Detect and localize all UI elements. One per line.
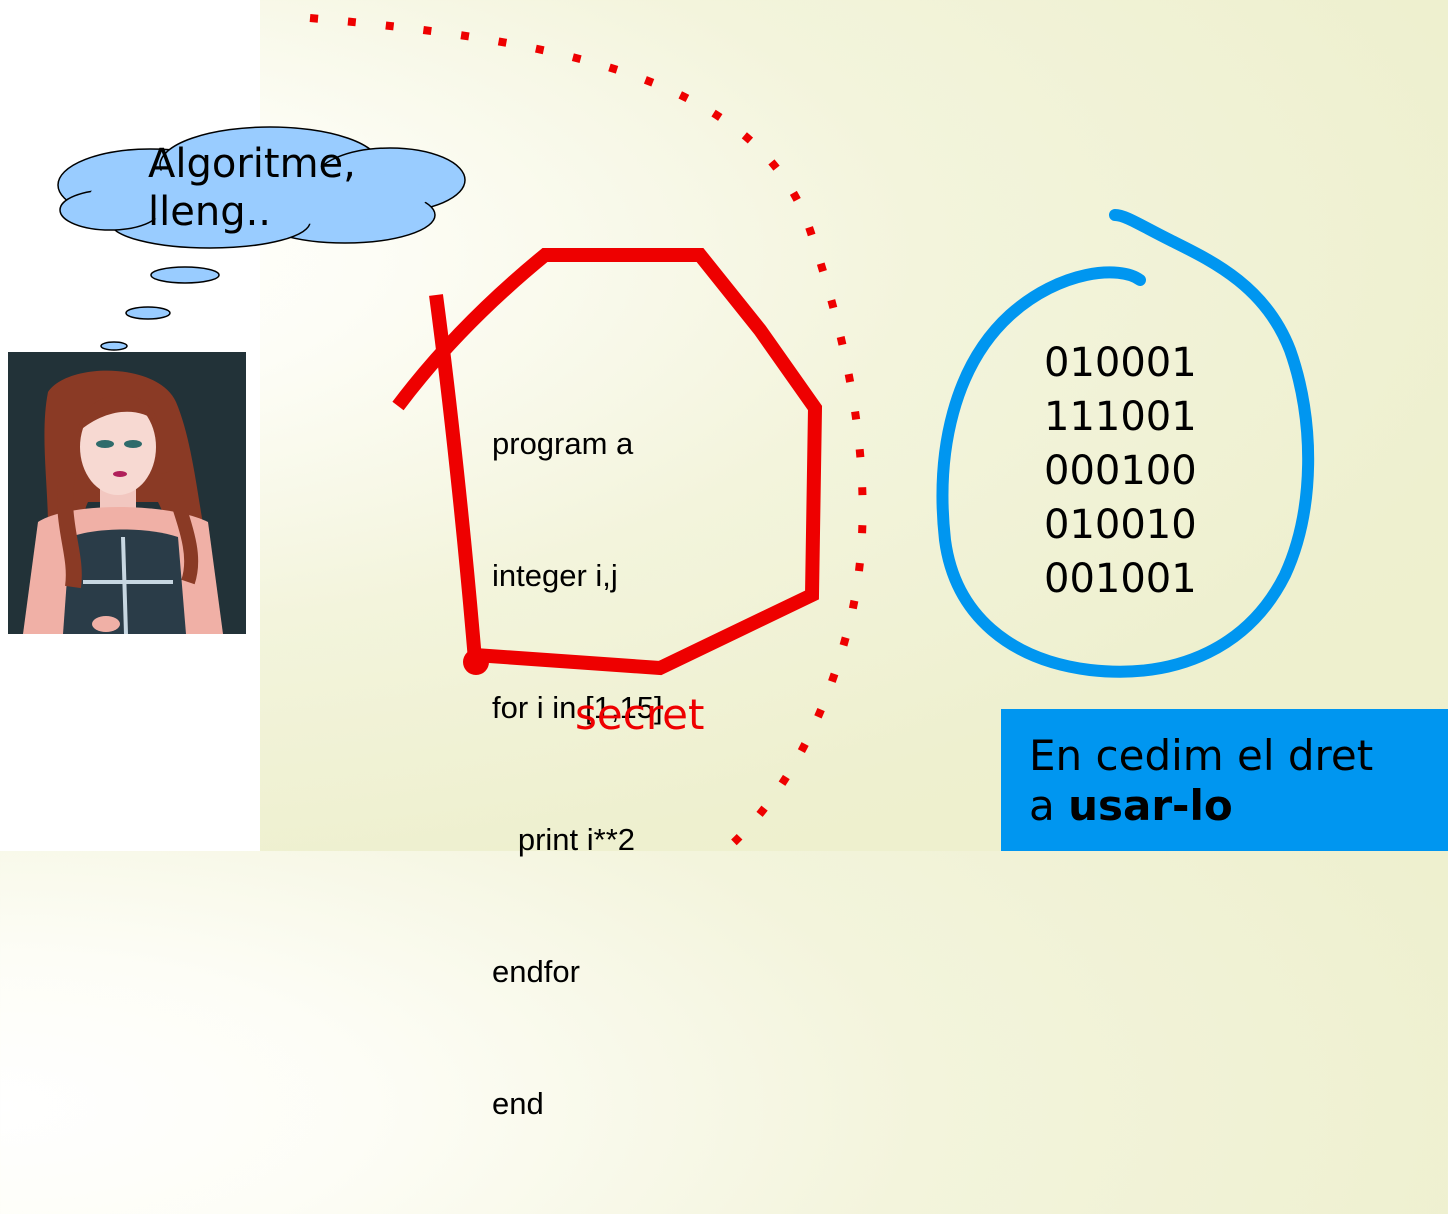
thought-bubbles <box>100 266 220 351</box>
code-line: program a <box>492 426 634 461</box>
rights-line-2: a usar-lo <box>1029 781 1448 831</box>
thought-cloud <box>57 126 466 351</box>
binary-code-block: 010001 111001 000100 010010 001001 <box>1044 336 1197 606</box>
rights-line-2-bold: usar-lo <box>1068 781 1233 830</box>
rights-line-1: En cedim el dret <box>1029 731 1374 780</box>
binary-line: 001001 <box>1044 556 1197 602</box>
thought-line-1: Algoritme, <box>148 141 356 187</box>
binary-line: 111001 <box>1044 394 1197 440</box>
binary-line: 010010 <box>1044 502 1197 548</box>
portrait-image <box>8 352 246 634</box>
thought-text: Algoritme, lleng.. <box>148 140 356 236</box>
code-line: integer i,j <box>492 558 618 593</box>
slide: Algoritme, lleng.. progra <box>8 14 1448 1121</box>
usage-rights-box: En cedim el dret a usar-lo <box>1001 709 1448 851</box>
thought-line-2: lleng.. <box>148 189 272 235</box>
code-line: endfor <box>492 954 580 989</box>
binary-line: 000100 <box>1044 448 1197 494</box>
rights-line-2-prefix: a <box>1029 781 1069 830</box>
code-line: end <box>492 1086 544 1121</box>
secret-boundary-shape <box>392 248 823 676</box>
binary-boundary-loop <box>936 209 1315 678</box>
code-line: for i in [1,15] <box>492 690 663 725</box>
secret-label: secret <box>575 690 705 739</box>
binary-line: 010001 <box>1044 340 1197 386</box>
